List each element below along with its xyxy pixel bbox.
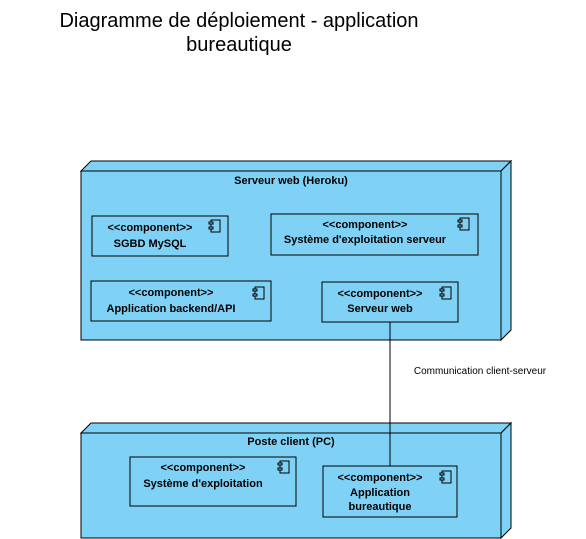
component-os-serveur-box: [270, 213, 479, 256]
node-server-side-face: [500, 159, 512, 342]
component-icon: [439, 470, 452, 484]
node-server-top-face: [79, 160, 513, 172]
diagram-title-line-1: Diagramme de déploiement - application: [59, 10, 418, 32]
component-os-client[interactable]: <<component>> Système d'exploitation: [129, 456, 297, 507]
component-application-bureautique-name-line-2: bureautique: [349, 501, 412, 513]
node-client-side-face: [500, 421, 512, 539]
component-os-serveur[interactable]: <<component>> Système d'exploitation ser…: [270, 213, 479, 256]
component-icon: [208, 219, 221, 233]
component-serveur-web-name: Serveur web: [347, 303, 413, 315]
component-application-bureautique-name-line-1: Application: [350, 487, 410, 499]
component-os-serveur-name: Système d'exploitation serveur: [284, 234, 447, 246]
component-application-bureautique[interactable]: <<component>> Application bureautique: [322, 465, 458, 518]
connection-label: Communication client-serveur: [414, 366, 547, 377]
component-os-client-stereotype: <<component>>: [161, 462, 246, 474]
component-backend-api-name: Application backend/API: [107, 303, 236, 315]
component-backend-api[interactable]: <<component>> Application backend/API: [90, 280, 272, 322]
component-serveur-web-stereotype: <<component>>: [338, 288, 423, 300]
component-application-bureautique-box: [322, 465, 458, 518]
component-sgbd-mysql[interactable]: <<component>> SGBD MySQL: [91, 215, 229, 257]
component-os-serveur-stereotype: <<component>>: [323, 219, 408, 231]
component-serveur-web[interactable]: <<component>> Serveur web: [321, 281, 459, 323]
component-icon: [277, 460, 290, 474]
component-icon: [457, 217, 470, 231]
component-icon: [439, 286, 452, 300]
component-sgbd-mysql-stereotype: <<component>>: [108, 222, 193, 234]
component-sgbd-mysql-name: SGBD MySQL: [114, 238, 187, 250]
node-client-top-face: [79, 422, 513, 434]
component-os-client-name: Système d'exploitation: [143, 478, 263, 490]
component-application-bureautique-stereotype: <<component>>: [338, 472, 423, 484]
component-backend-api-box: [90, 280, 272, 322]
component-sgbd-mysql-box: [91, 215, 229, 257]
component-icon: [252, 286, 265, 300]
node-client-label: Poste client (PC): [247, 436, 335, 448]
node-server-label: Serveur web (Heroku): [234, 175, 348, 187]
component-backend-api-stereotype: <<component>>: [129, 287, 214, 299]
diagram-title-line-2: bureautique: [186, 34, 292, 56]
component-os-client-box: [129, 456, 297, 507]
